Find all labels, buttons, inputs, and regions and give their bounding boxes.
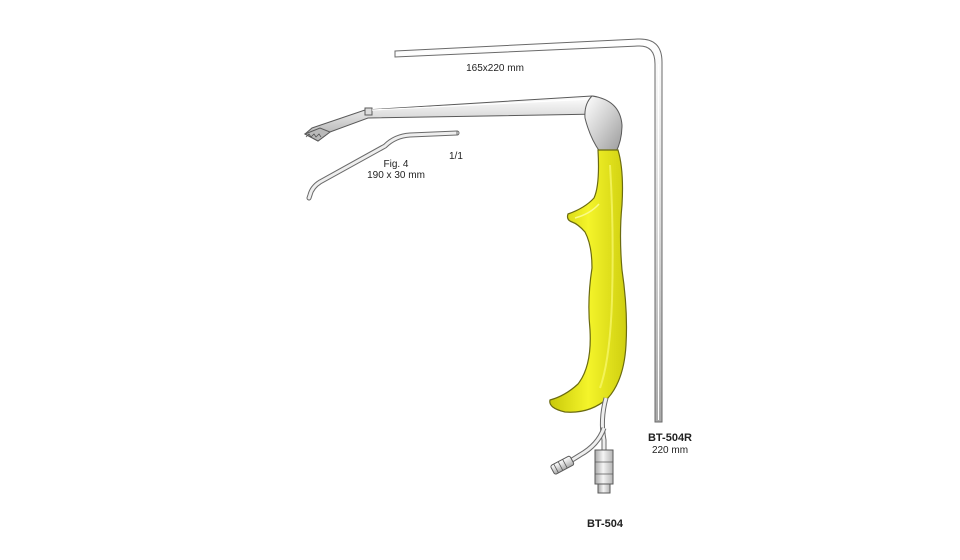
rod-length-label: 220 mm xyxy=(651,445,689,456)
retractor-code-label: BT-504 xyxy=(586,518,624,530)
fig-4-profile xyxy=(306,130,460,201)
fig-dimension-label: 190 x 30 mm xyxy=(367,170,425,181)
suction-connector xyxy=(550,397,614,494)
rod-dimension-label: 165x220 mm xyxy=(466,63,524,74)
rod-code-label: BT-504R xyxy=(647,432,693,444)
rod-bt-504r xyxy=(394,38,663,423)
fig-title-label: Fig. 4 xyxy=(383,159,409,170)
fig-scale-label: 1/1 xyxy=(449,151,463,162)
retractor-neck xyxy=(584,95,623,153)
retractor-handle xyxy=(549,149,628,413)
